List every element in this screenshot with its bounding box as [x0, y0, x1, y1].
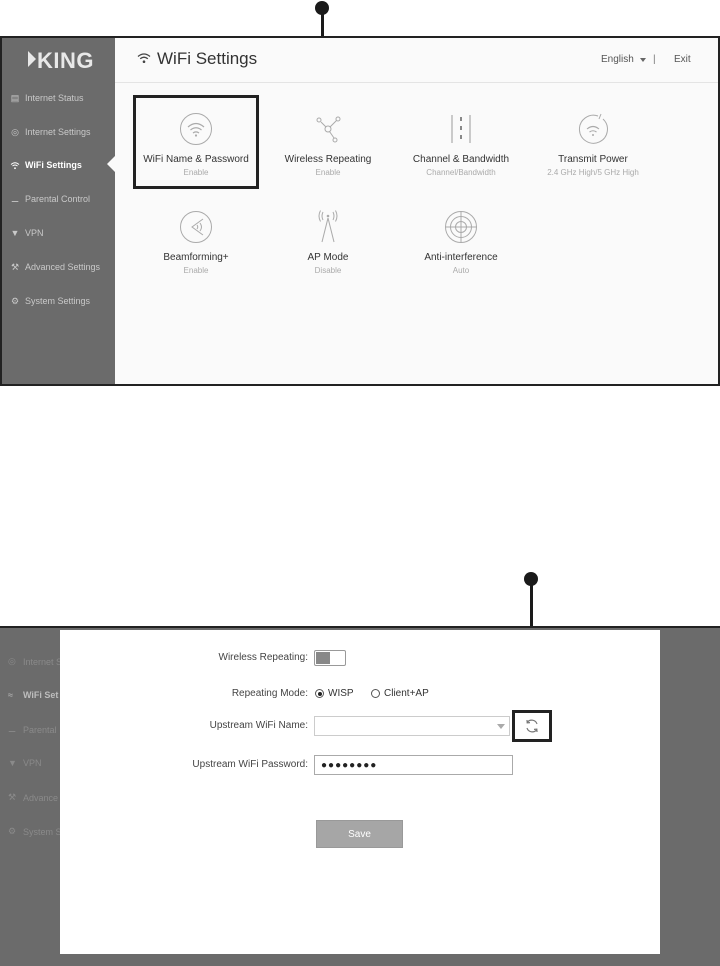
sidebar-item-internet-settings[interactable]: ◎Internet Settings [11, 126, 91, 138]
target-icon [445, 211, 477, 243]
tile-title: Transmit Power [558, 154, 628, 165]
wifi-icon: ≈ [8, 690, 13, 700]
tile-transmit-power[interactable]: Transmit Power 2.4 GHz High/5 GHz High [527, 112, 659, 177]
language-select[interactable]: English [601, 54, 634, 65]
wisp-radio[interactable] [315, 689, 324, 698]
sidebar-item-internet-status[interactable]: ◎Internet S [8, 656, 63, 667]
repeating-mode-label: Repeating Mode: [231, 688, 308, 699]
toggle-knob [316, 652, 330, 664]
globe-icon: ◎ [8, 656, 16, 666]
save-button[interactable]: Save [316, 820, 403, 848]
model-tag [705, 956, 706, 962]
sidebar: KING ▤Internet Status ◎Internet Settings… [2, 38, 115, 384]
tile-title: Beamforming+ [163, 252, 229, 263]
tile-status: Enable [183, 168, 209, 177]
wrench-icon: ⚒ [10, 261, 20, 272]
tile-title: WiFi Name & Password [143, 154, 249, 165]
callout-marker-2 [524, 572, 538, 586]
wrench-icon: ⚒ [8, 792, 17, 802]
tile-title: Anti-interference [424, 252, 498, 263]
vpn-icon: ▼ [8, 758, 17, 768]
king-logo: KING [28, 48, 94, 74]
header: WiFi Settings English | Exit [115, 38, 718, 83]
client-ap-radio[interactable] [371, 689, 380, 698]
wifi-circle-icon [180, 113, 212, 145]
sidebar-item-system-settings[interactable]: ⚙System S [8, 826, 62, 837]
system-icon: ⚙ [8, 826, 17, 836]
wireless-repeating-screenshot: ◎Internet S ≈WiFi Set ⚊Parental ▼VPN ⚒Ad… [0, 626, 720, 966]
header-separator: | [653, 54, 656, 65]
tile-title: Wireless Repeating [284, 154, 372, 165]
tile-status: Enable [315, 168, 341, 177]
tile-title: Channel & Bandwidth [412, 154, 510, 165]
upstream-wifi-password-input[interactable]: ●●●●●●●● [314, 755, 513, 775]
antenna-icon [318, 210, 338, 243]
refresh-icon [526, 719, 538, 733]
exit-link[interactable]: Exit [674, 54, 691, 65]
channel-icon [451, 115, 471, 143]
repeater-icon [316, 116, 341, 143]
monitor-icon: ▤ [10, 92, 20, 103]
sidebar-item-advanced-settings[interactable]: ⚒Advanced Settings [10, 261, 101, 273]
vpn-icon: ▼ [10, 228, 20, 238]
wifi-icon [10, 160, 20, 170]
sidebar-item-wifi-settings[interactable]: WiFi Settings [10, 155, 82, 175]
parental-icon: ⚊ [10, 193, 20, 204]
sidebar-item-parental-control[interactable]: ⚊Parental [8, 724, 57, 735]
upstream-wifi-password-label: Upstream WiFi Password: [192, 759, 308, 770]
highlight-box-wifi-name-password [133, 95, 259, 189]
tile-status: Disable [314, 266, 342, 275]
sidebar-item-internet-status[interactable]: ▤Internet Status [10, 92, 84, 104]
beamforming-icon [180, 211, 212, 243]
tile-wifi-name-password[interactable]: WiFi Name & Password Enable [130, 112, 262, 177]
repeating-settings-panel: Wireless Repeating: Repeating Mode: WISP… [60, 630, 660, 954]
wisp-label: WISP [328, 688, 354, 699]
tile-status: Auto [452, 266, 470, 275]
model-tag [705, 374, 706, 380]
chevron-down-icon [497, 724, 505, 729]
wireless-repeating-toggle[interactable] [314, 650, 346, 666]
sidebar-item-vpn[interactable]: ▼VPN [10, 228, 44, 238]
parental-icon: ⚊ [8, 724, 17, 734]
wireless-repeating-label: Wireless Repeating: [218, 652, 308, 663]
page-title: WiFi Settings [157, 49, 258, 68]
system-icon: ⚙ [10, 295, 20, 306]
sidebar-item-advanced-settings[interactable]: ⚒Advance [8, 792, 59, 803]
globe-icon: ◎ [11, 126, 19, 137]
tile-anti-interference[interactable]: Anti-interference Auto [395, 210, 527, 275]
tile-status: Channel/Bandwidth [426, 168, 496, 177]
wifi-settings-screenshot: KING ▤Internet Status ◎Internet Settings… [0, 36, 720, 386]
refresh-button[interactable] [512, 710, 552, 742]
power-icon [578, 113, 608, 144]
sidebar-item-system-settings[interactable]: ⚙System Settings [10, 295, 91, 307]
tile-status: 2.4 GHz High/5 GHz High [547, 168, 639, 177]
tile-wireless-repeating[interactable]: Wireless Repeating Enable [262, 112, 394, 177]
upstream-wifi-name-label: Upstream WiFi Name: [209, 720, 308, 731]
tile-title: AP Mode [307, 252, 349, 263]
chevron-down-icon[interactable] [640, 58, 646, 62]
wifi-title-icon [137, 51, 151, 69]
active-nav-pointer [107, 156, 115, 172]
sidebar-item-vpn[interactable]: ▼VPN [8, 758, 42, 768]
sidebar-item-wifi-settings[interactable]: ≈WiFi Set [8, 690, 59, 700]
tile-ap-mode[interactable]: AP Mode Disable [262, 210, 394, 275]
sidebar-item-parental-control[interactable]: ⚊Parental Control [10, 193, 91, 205]
tile-channel-bandwidth[interactable]: Channel & Bandwidth Channel/Bandwidth [395, 112, 527, 177]
callout-marker-1 [315, 1, 329, 15]
tile-status: Enable [183, 266, 209, 275]
client-ap-label: Client+AP [384, 688, 429, 699]
upstream-wifi-name-select[interactable] [314, 716, 510, 736]
tile-beamforming[interactable]: Beamforming+ Enable [130, 210, 262, 275]
